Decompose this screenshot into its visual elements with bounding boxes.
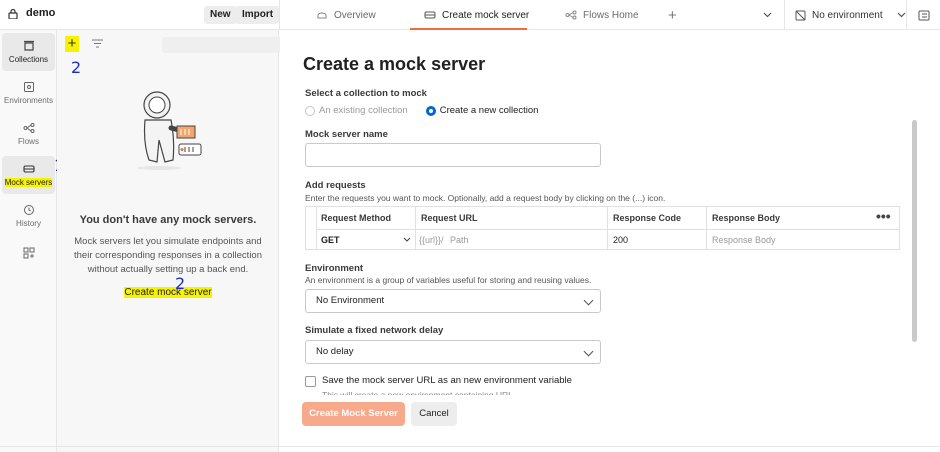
annotation-two: 2	[175, 274, 185, 293]
mock-name-label: Mock server name	[305, 129, 388, 140]
rail-item-collections[interactable]: Collections	[2, 33, 55, 71]
top-bar: demo New Import Overview Create mock ser…	[0, 0, 940, 30]
environment-description: An environment is a group of variables u…	[305, 275, 591, 285]
left-rail: Collections Environments Flows Mock serv…	[0, 30, 57, 452]
chevron-down-icon	[584, 296, 594, 306]
empty-state-title: You don't have any mock servers.	[57, 214, 279, 226]
tabs-dropdown-chevron-icon[interactable]	[763, 0, 772, 30]
add-plus-icon[interactable]: +	[65, 36, 79, 52]
rail-item-flows[interactable]: Flows	[2, 115, 55, 153]
add-requests-description: Enter the requests you want to mock. Opt…	[305, 193, 665, 203]
tab-create-mock-server[interactable]: Create mock server	[424, 0, 529, 30]
divider	[784, 0, 785, 30]
rail-label: History	[16, 219, 41, 228]
environment-selector-label: No environment	[812, 10, 883, 21]
environment-select-value: No Environment	[316, 295, 384, 306]
request-url-input[interactable]: {{url}}/ Path	[415, 229, 607, 251]
tab-overview[interactable]: Overview	[316, 0, 376, 30]
filter-icon[interactable]	[92, 39, 103, 48]
request-method-value: GET	[321, 235, 340, 245]
workspace-name: demo	[26, 7, 55, 19]
table-header: Request URL	[415, 207, 478, 229]
add-requests-label: Add requests	[305, 180, 366, 191]
delay-select-value: No delay	[316, 346, 354, 357]
create-mock-server-form: Create a mock server Select a collection…	[280, 30, 940, 452]
delay-label: Simulate a fixed network delay	[305, 325, 443, 336]
annotation-two: 2	[71, 58, 81, 77]
mock-server-icon	[424, 10, 436, 20]
save-url-checkbox[interactable]	[305, 376, 316, 387]
rail-label: Collections	[9, 55, 48, 64]
rail-item-history[interactable]: History	[2, 197, 55, 235]
environment-select[interactable]: No Environment	[305, 289, 601, 313]
chevron-down-icon	[584, 347, 594, 357]
workspace-header[interactable]: demo	[8, 7, 55, 19]
empty-state-description: Mock servers let you simulate endpoints …	[71, 235, 265, 277]
history-icon	[23, 204, 35, 216]
environment-quick-look-icon[interactable]	[918, 0, 930, 30]
radio-new-label: Create a new collection	[440, 105, 539, 116]
tab-overview-label: Overview	[334, 10, 376, 21]
rail-label: Mock servers	[5, 178, 53, 187]
flows-icon	[565, 10, 577, 20]
radio-existing-label: An existing collection	[319, 105, 408, 116]
mock-servers-icon	[23, 163, 35, 175]
table-header: Request Method	[315, 207, 391, 229]
no-environment-icon	[795, 10, 806, 21]
tab-create-mock-server-label: Create mock server	[442, 10, 529, 21]
radio-existing-collection[interactable]	[305, 106, 315, 116]
chevron-down-icon	[403, 237, 411, 242]
flows-icon	[23, 122, 35, 134]
rail-item-environments[interactable]: Environments	[2, 74, 55, 112]
new-tab-plus-icon[interactable]: +	[668, 0, 677, 30]
divider	[279, 0, 280, 30]
divider	[906, 0, 907, 30]
environment-selector[interactable]: No environment	[795, 0, 906, 30]
overview-icon	[316, 10, 328, 20]
select-collection-label: Select a collection to mock	[305, 88, 427, 99]
environment-label: Environment	[305, 263, 363, 274]
radio-new-collection[interactable]	[426, 106, 436, 116]
tab-flows-home[interactable]: Flows Home	[565, 0, 639, 30]
response-code-input[interactable]: 200	[607, 229, 706, 251]
environments-icon	[23, 81, 35, 93]
create-mock-server-link[interactable]: Create mock server	[57, 287, 279, 298]
cancel-button[interactable]: Cancel	[411, 402, 457, 426]
save-url-label: Save the mock server URL as an new envir…	[322, 375, 572, 386]
status-bar-divider	[0, 446, 940, 447]
response-body-input[interactable]: Response Body	[706, 229, 900, 251]
mock-name-input[interactable]	[305, 143, 601, 167]
url-variable-prefix: {{url}}/	[419, 235, 444, 245]
import-button[interactable]: Import	[236, 6, 279, 24]
create-mock-server-button[interactable]: Create Mock Server	[302, 402, 405, 426]
chevron-down-icon	[897, 12, 906, 18]
create-mock-server-link-label: Create mock server	[124, 287, 211, 298]
delay-select[interactable]: No delay	[305, 340, 601, 364]
more-options-icon[interactable]: •••	[876, 211, 891, 221]
requests-table: Request Method Request URL Response Code…	[305, 206, 900, 250]
astronaut-illustration	[129, 88, 209, 178]
request-method-select[interactable]: GET	[315, 229, 415, 251]
rail-label: Environments	[4, 96, 53, 105]
table-header: Response Code	[607, 207, 681, 229]
collection-radio-group: An existing collection Create a new coll…	[305, 105, 538, 116]
mock-servers-panel: + You don't have any mock servers. Mock …	[57, 30, 279, 452]
scrollbar[interactable]	[912, 120, 917, 342]
lock-icon	[8, 8, 18, 19]
new-button[interactable]: New	[204, 6, 237, 24]
save-url-sublabel: This will create a new environment conta…	[322, 390, 513, 395]
collections-icon	[23, 40, 35, 52]
configure-workbench-icon[interactable]	[2, 242, 55, 264]
table-header: Response Body	[706, 207, 780, 229]
url-path-placeholder: Path	[450, 235, 469, 245]
page-title: Create a mock server	[303, 54, 485, 75]
rail-label: Flows	[18, 137, 39, 146]
rail-item-mock-servers[interactable]: Mock servers	[2, 156, 55, 194]
tab-flows-home-label: Flows Home	[583, 10, 639, 21]
